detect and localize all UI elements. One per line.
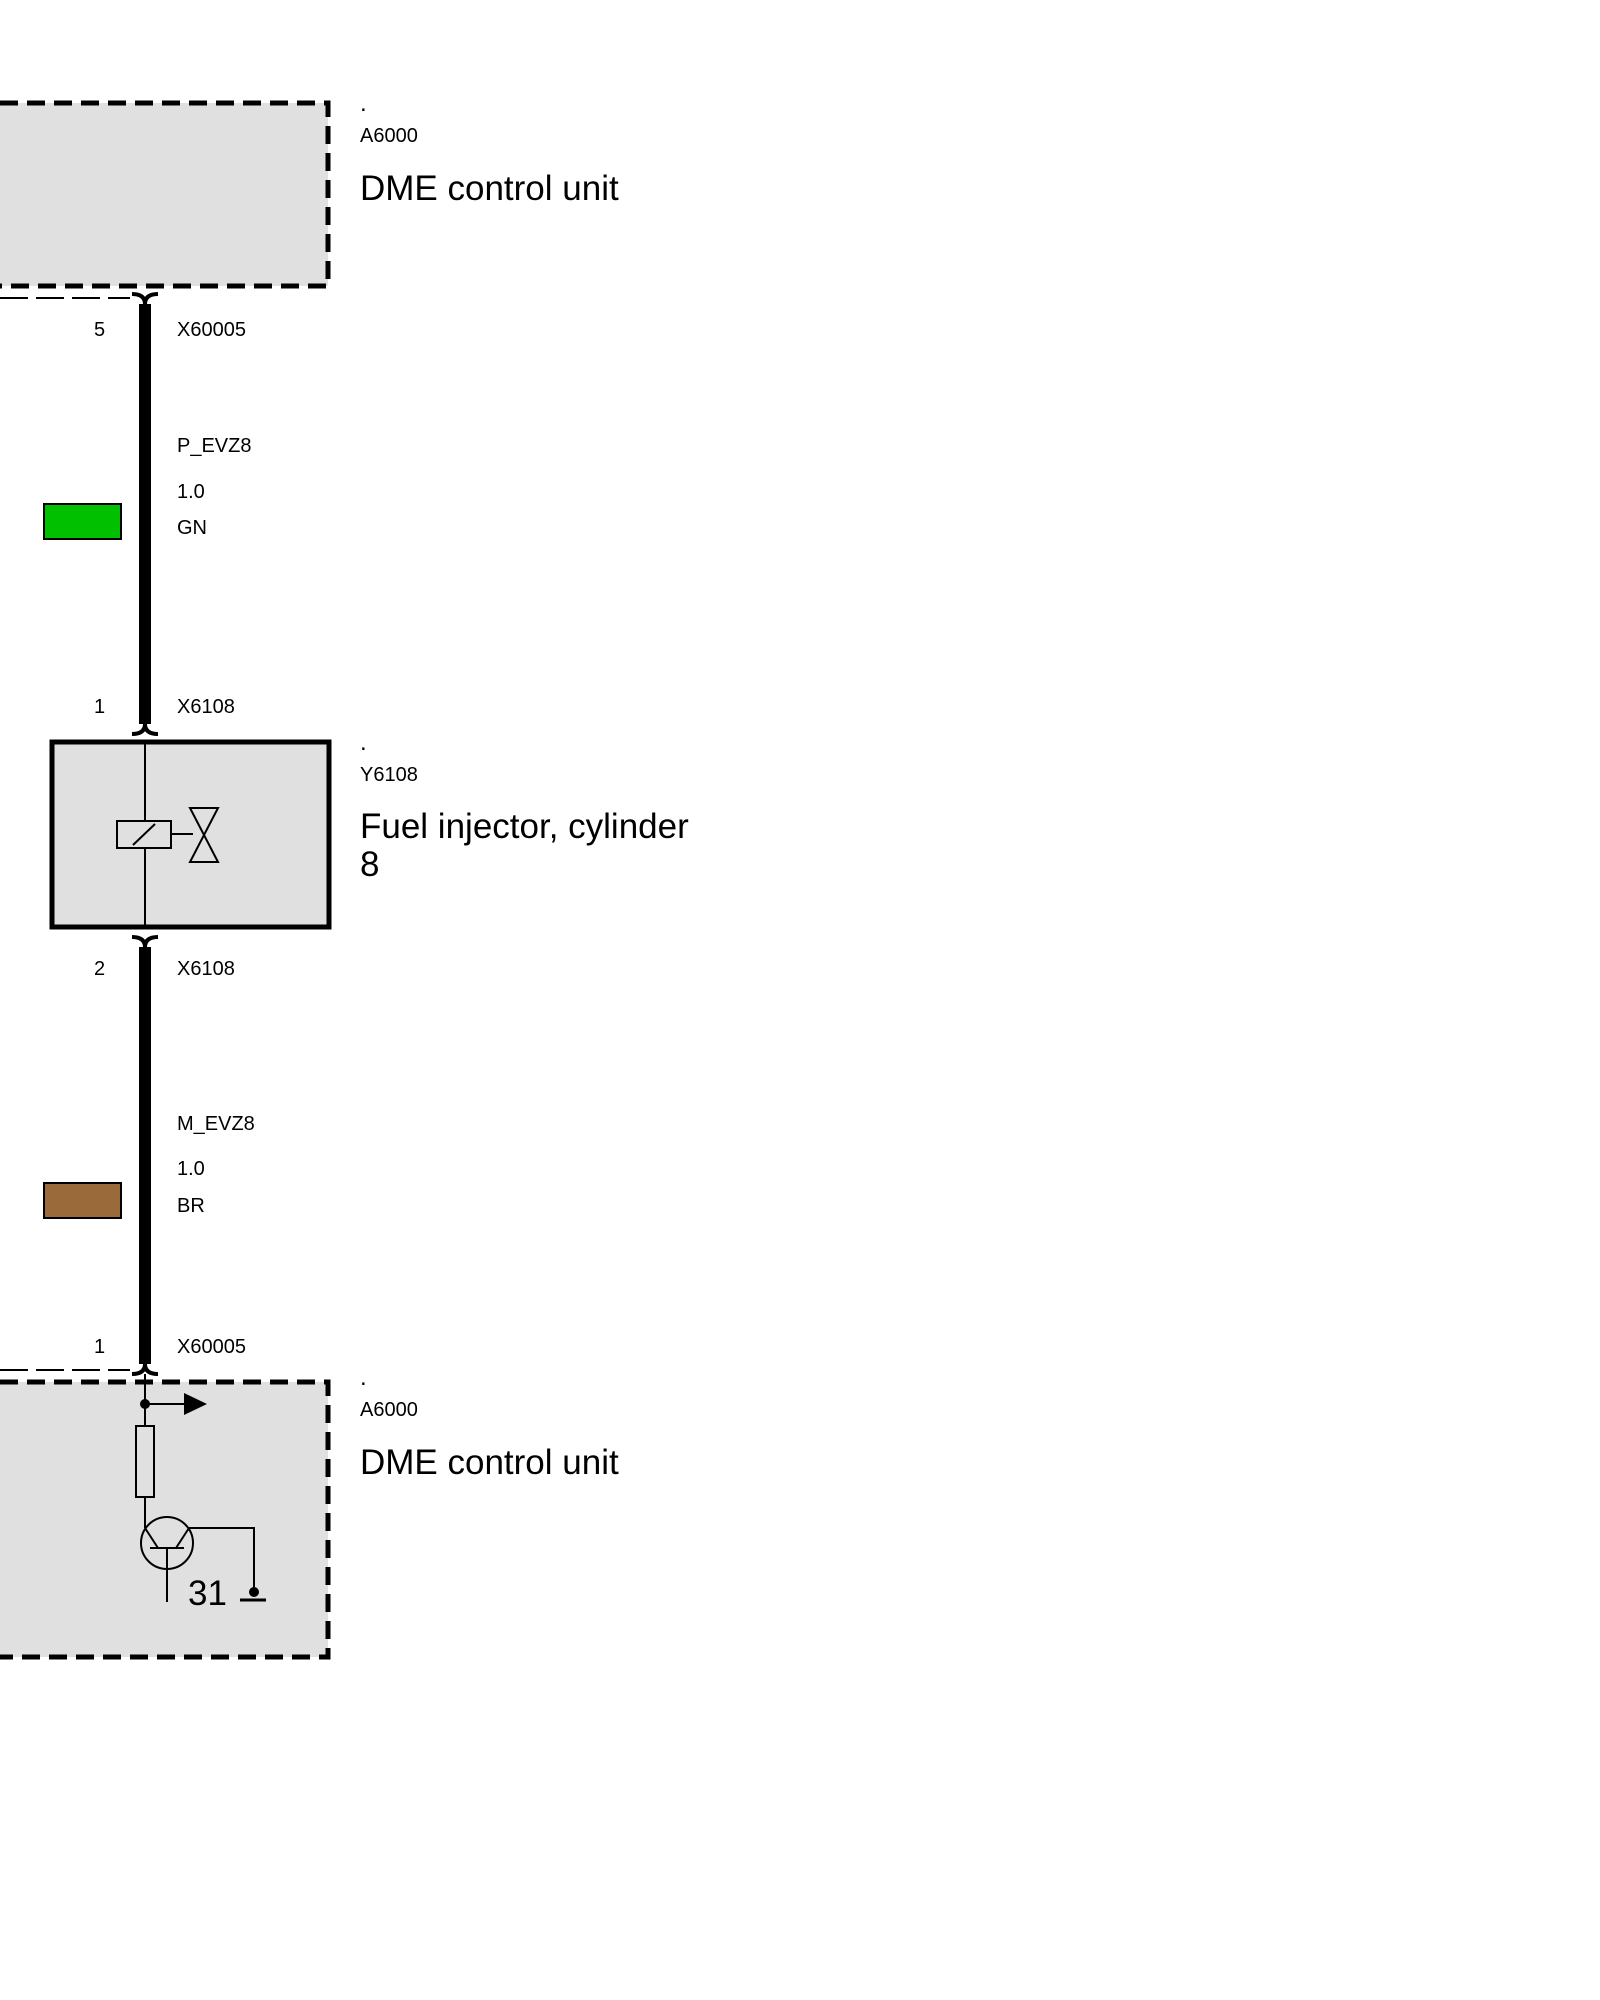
transistor-icon xyxy=(140,1516,255,1602)
wire-cross-section-label: 1.0 xyxy=(177,481,205,503)
connector-pin-label: 5 xyxy=(94,319,105,341)
connector-id-label: X6108 xyxy=(177,696,235,718)
bottom-unit-name: DME control unit xyxy=(360,1443,619,1482)
wire-m-evz8: 2 X6108 M_EVZ8 1.0 BR 1 X60005 xyxy=(43,935,255,1376)
top-unit-name: DME control unit xyxy=(360,169,619,208)
top-unit-fill xyxy=(0,103,328,286)
connector-pin-label: 2 xyxy=(94,958,105,980)
connector-x60005-pin1-symbol xyxy=(131,1363,159,1376)
top-unit-code: A6000 xyxy=(360,125,418,147)
fuel-injector-cylinder-8: . Y6108 Fuel injector, cylinder 8 xyxy=(49,729,689,930)
top-unit-dot: . xyxy=(360,90,367,117)
wire-p-evz8: 5 X60005 P_EVZ8 1.0 GN 1 X6108 xyxy=(43,292,251,736)
top-unit-border xyxy=(0,100,331,289)
ground-terminal-label: 31 xyxy=(188,1574,227,1613)
wire-color-code-label: BR xyxy=(177,1195,205,1217)
ground-icon xyxy=(240,1587,266,1602)
connector-pin-label: 1 xyxy=(94,696,105,718)
wire-color-code-label: GN xyxy=(177,517,207,539)
wire-color-swatch-brown xyxy=(43,1182,122,1219)
connector-pin-label: 1 xyxy=(94,1336,105,1358)
wire-cross-section-label: 1.0 xyxy=(177,1158,205,1180)
solenoid-valve-icon xyxy=(116,807,220,863)
injector-dot: . xyxy=(360,729,367,756)
connector-id-label: X60005 xyxy=(177,319,246,341)
bottom-unit-dot: . xyxy=(360,1364,367,1391)
wire-signal-label: M_EVZ8 xyxy=(177,1113,255,1135)
injector-name-line1: Fuel injector, cylinder xyxy=(360,807,689,846)
bottom-unit-code: A6000 xyxy=(360,1399,418,1421)
connector-x60005-pin5-symbol xyxy=(131,292,159,305)
connector-id-label: X6108 xyxy=(177,958,235,980)
top-dme-control-unit: . A6000 DME control unit xyxy=(0,90,619,299)
bottom-unit-border xyxy=(0,1379,331,1660)
signal-arrow-icon xyxy=(184,1393,207,1415)
wire-color-swatch-green xyxy=(43,503,122,540)
connector-x6108-pin2-symbol xyxy=(131,935,159,948)
bottom-unit-fill xyxy=(0,1382,328,1657)
resistor-icon xyxy=(135,1425,155,1498)
injector-code: Y6108 xyxy=(360,764,418,786)
connector-x6108-pin1-symbol xyxy=(131,723,159,736)
wire-signal-label: P_EVZ8 xyxy=(177,435,251,457)
connector-id-label: X60005 xyxy=(177,1336,246,1358)
bottom-dme-control-unit: 31 . A6000 DME control unit xyxy=(0,1364,619,1660)
injector-name-line2: 8 xyxy=(360,845,379,884)
